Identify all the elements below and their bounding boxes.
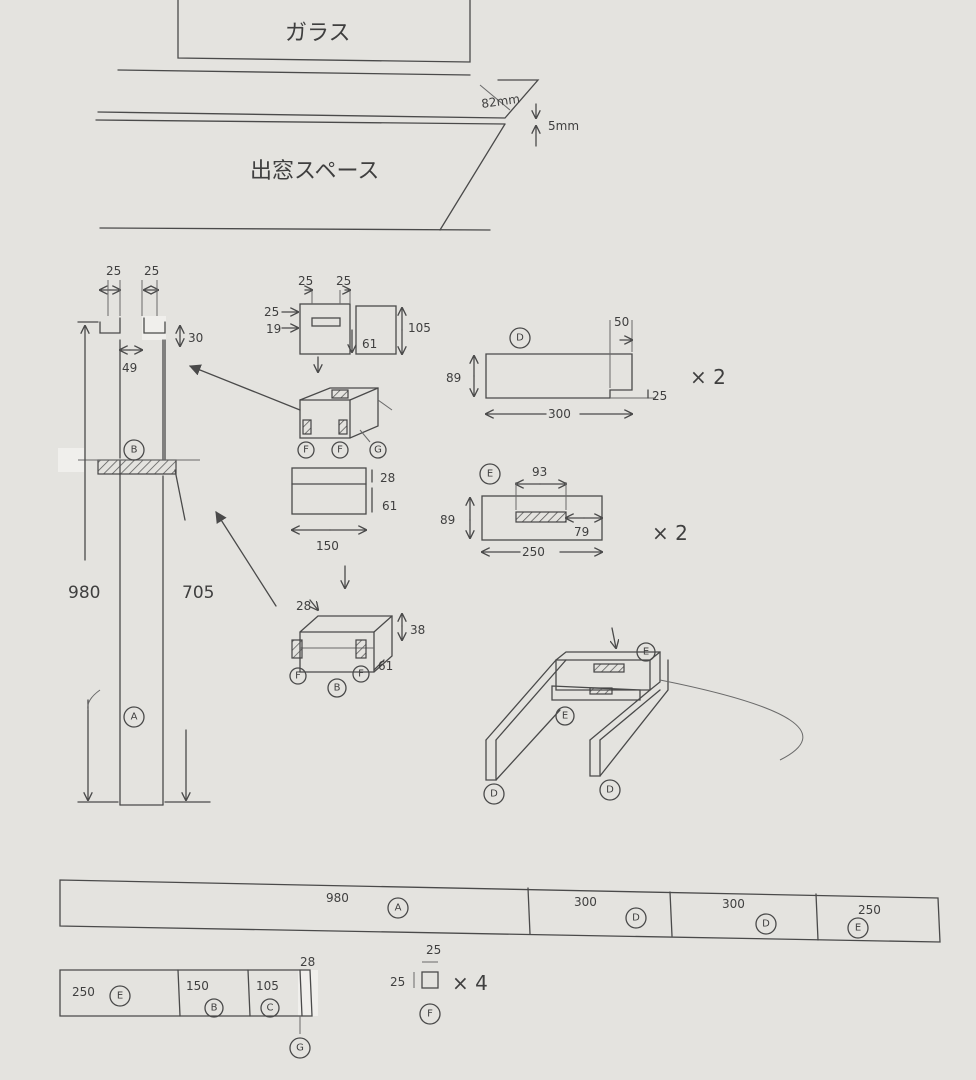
part-d-dim-300: 300 <box>548 407 571 421</box>
cut2-seg1-label: E <box>117 991 123 1002</box>
assembly-iso: E E D D <box>483 627 804 805</box>
cut1-seg4-length: 250 <box>858 903 881 917</box>
label-B: B <box>131 445 138 456</box>
assembly-label-D2: D <box>606 785 614 796</box>
glass-label: ガラス <box>285 21 351 46</box>
part-e-dim-79: 79 <box>574 525 589 539</box>
cut1-seg3-length: 300 <box>722 897 745 911</box>
cut1-seg3-label: D <box>762 919 770 930</box>
cut-list-board-2: 250 E 150 B 105 C 28 G <box>59 955 318 1059</box>
part-d-label: D <box>516 333 524 344</box>
part-d-dim-25: 25 <box>652 389 667 403</box>
cut1-seg2-length: 300 <box>574 895 597 909</box>
dim-980: 980 <box>68 583 100 603</box>
cut1-seg1-label: A <box>395 903 402 914</box>
rail-dim-28: 28 <box>380 471 395 485</box>
dim-61: 61 <box>362 337 377 351</box>
cube-f-dim-w: 25 <box>426 943 441 957</box>
dim-25-left: 25 <box>106 264 121 278</box>
cut1-seg2-label: D <box>632 913 640 924</box>
window-section-sketch: ガラス 出窓スペース 82mm 5mm <box>95 0 579 231</box>
part-d-detail: D 50 89 300 25 × 2 <box>446 315 726 421</box>
part-d-dim-50: 50 <box>614 315 629 329</box>
part-d-dim-89: 89 <box>446 371 461 385</box>
front-view-post: 25 25 30 49 980 705 B A <box>58 264 301 806</box>
bracket-detail: 25 25 25 19 61 105 F F G <box>264 274 431 459</box>
dim-25-right: 25 <box>144 264 159 278</box>
cube-f: 25 25 F × 4 <box>390 943 488 1025</box>
rail-dim-61: 61 <box>382 499 397 513</box>
cut2-seg2-length: 150 <box>186 979 209 993</box>
part-e-dim-89: 89 <box>440 513 455 527</box>
assembly-label-E1: E <box>643 647 649 658</box>
cut2-seg4-length: 28 <box>300 955 315 969</box>
rail-detail: 28 61 150 <box>292 467 397 588</box>
bracket-label-G: G <box>374 445 382 456</box>
dim-705: 705 <box>182 583 214 603</box>
dim-105: 105 <box>408 321 431 335</box>
frame-label-F1: F <box>295 671 301 682</box>
cut1-seg4-label: E <box>855 923 861 934</box>
cut2-seg1-length: 250 <box>72 985 95 999</box>
cut2-seg4-label: G <box>296 1043 304 1054</box>
cut2-seg3-length: 105 <box>256 979 279 993</box>
rail-dim-150: 150 <box>316 539 339 553</box>
frame-detail: 28 38 61 F B F <box>289 599 425 698</box>
bracket-label-F1: F <box>303 445 309 456</box>
dim-49: 49 <box>122 361 137 375</box>
part-e-detail: E 93 89 79 250 × 2 <box>440 463 688 559</box>
cut-list-board-1: 980 A 300 D 300 D 250 E <box>59 879 941 943</box>
part-e-dim-93: 93 <box>532 465 547 479</box>
bay-window-space-label: 出窓スペース <box>250 159 379 184</box>
cut1-seg1-length: 980 <box>326 891 349 905</box>
part-d-qty: × 2 <box>690 365 726 389</box>
cut2-seg2-label: B <box>211 1003 218 1014</box>
cube-f-qty: × 4 <box>452 971 488 995</box>
frame-dim-61: 61 <box>378 659 393 673</box>
dim-30: 30 <box>188 331 203 345</box>
dim-25a: 25 <box>298 274 313 288</box>
assembly-label-D1: D <box>490 789 498 800</box>
part-e-dim-250: 250 <box>522 545 545 559</box>
frame-dim-28: 28 <box>296 599 311 613</box>
dim-25b: 25 <box>336 274 351 288</box>
dim-19: 19 <box>266 322 281 336</box>
part-e-label: E <box>487 469 493 480</box>
bracket-label-F2: F <box>337 445 343 456</box>
dim-82mm: 82mm <box>480 92 520 111</box>
cube-f-label: F <box>427 1009 433 1020</box>
assembly-label-E2: E <box>562 711 568 722</box>
frame-label-F2: F <box>358 669 364 680</box>
dim-5mm: 5mm <box>548 119 579 133</box>
cube-f-dim-h: 25 <box>390 975 405 989</box>
cut2-seg3-label: C <box>267 1003 274 1014</box>
dim-25c: 25 <box>264 305 279 319</box>
part-e-qty: × 2 <box>652 521 688 545</box>
frame-dim-38: 38 <box>410 623 425 637</box>
label-A: A <box>131 712 138 723</box>
frame-label-B: B <box>334 683 341 694</box>
